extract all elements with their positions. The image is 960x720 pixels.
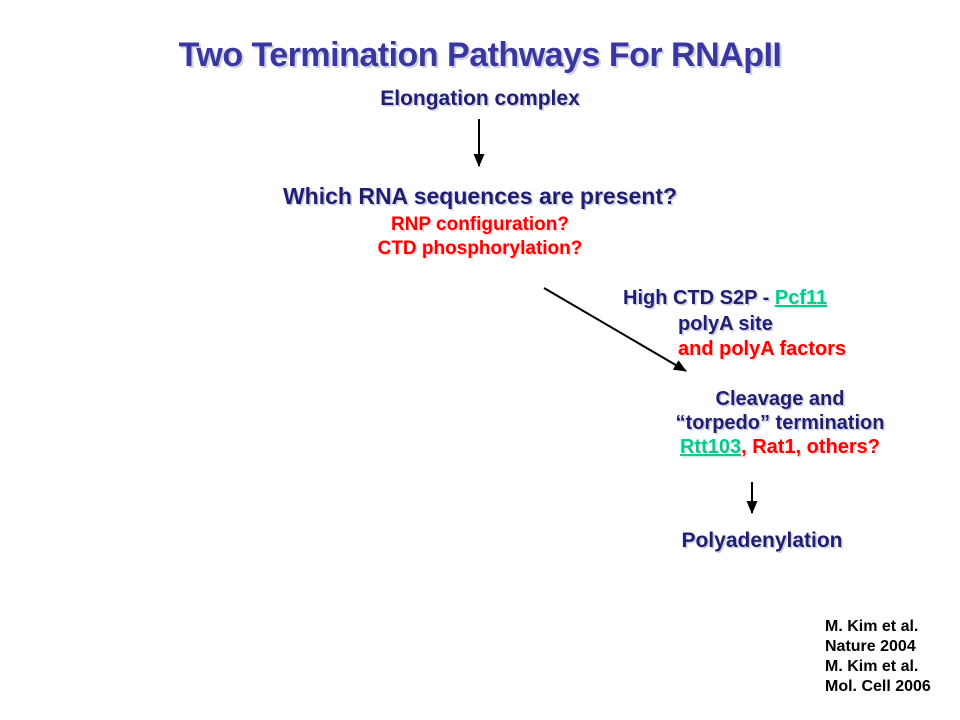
node-high-ctd-line: High CTD S2P - Pcf11 — [623, 287, 827, 310]
node-polyadenylation: Polyadenylation — [681, 529, 843, 552]
rtt103-link[interactable]: Rtt103 — [679, 436, 742, 458]
node-elongation-complex: Elongation complex — [380, 87, 580, 110]
node-cleavage-block: Cleavage and “torpedo” termination Rtt10… — [640, 387, 920, 459]
citation-block: M. Kim et al. Nature 2004 M. Kim et al. … — [825, 617, 931, 697]
node-polya-site: polyA site — [678, 313, 773, 335]
citation-line: Mol. Cell 2006 — [825, 678, 931, 695]
citation-line: M. Kim et al. — [825, 658, 919, 675]
slide-title: Two Termination Pathways For RNApII — [178, 36, 782, 74]
citation-line: Nature 2004 — [825, 638, 916, 655]
cleavage-line2: “torpedo” termination — [675, 412, 885, 434]
citation-line: M. Kim et al. — [825, 618, 919, 635]
high-ctd-text: High CTD S2P - — [623, 287, 775, 309]
cleavage-line1: Cleavage and — [715, 388, 845, 410]
pcf11-link[interactable]: Pcf11 — [774, 287, 828, 309]
node-polya-factors: and polyA factors — [678, 338, 847, 360]
node-question-main: Which RNA sequences are present? — [282, 183, 678, 209]
node-question-ctd: CTD phosphorylation? — [377, 238, 583, 259]
cleavage-line3: Rtt103, Rat1, others? — [640, 435, 920, 459]
rtt103-rest-text: , Rat1, others? — [741, 436, 881, 458]
node-question-rnp: RNP configuration? — [390, 214, 570, 235]
